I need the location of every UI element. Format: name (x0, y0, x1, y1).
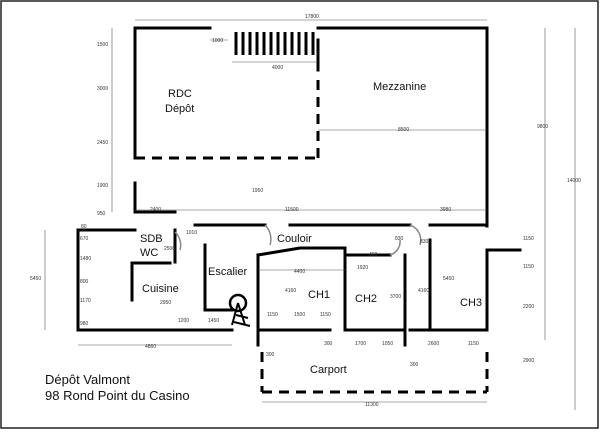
dim-ch2-3700: 3700 (390, 294, 401, 300)
dim-ch1-1150a: 1150 (267, 312, 278, 318)
dim-left-80: 80 (81, 224, 87, 230)
dim-wall-3980: 3980 (440, 207, 451, 213)
label-rdc: RDC (168, 88, 192, 100)
dim-ch2-300: 300 (410, 362, 419, 368)
dim-left-5450: 5450 (30, 276, 41, 282)
dim-ch1-1500: 1500 (294, 312, 305, 318)
dim-sdb-1010: 1010 (186, 230, 197, 236)
stair-steps (234, 32, 315, 55)
dim-ch1-1150b: 1150 (320, 312, 331, 318)
dim-stair-run: 4000 (272, 65, 283, 71)
ch3-door (409, 224, 422, 246)
dim-ch2-1700: 1700 (355, 341, 366, 347)
dim-wall-11500: 11500 (285, 207, 299, 213)
dim-ch1-4160: 4160 (285, 288, 296, 294)
dim-cuis-1200: 1200 (178, 318, 189, 324)
couloir-wall (256, 246, 347, 257)
dim-left-1170: 1170 (80, 298, 91, 304)
dim-ch3-5450: 5450 (443, 276, 454, 282)
dim-sdb-2500: 2500 (164, 246, 175, 252)
dim-r-2200: 2200 (523, 304, 534, 310)
spiral-stair (228, 293, 251, 327)
label-mezzanine: Mezzanine (373, 81, 426, 93)
dim-r-1150a: 1150 (523, 236, 534, 242)
dim-right-14000: 14000 (567, 178, 581, 184)
dim-ch1-300: 300 (324, 341, 333, 347)
dim-left-950: 950 (97, 211, 106, 217)
dim-r-1150b: 1150 (523, 264, 534, 270)
dim-ch2-1920: 1920 (357, 265, 368, 271)
dim-stair-width: 1000 (212, 38, 223, 44)
dim-ch3-4160: 4160 (418, 288, 429, 294)
dim-left-980: 980 (80, 321, 89, 327)
dim-ch2-830b: 830 (420, 239, 429, 245)
label-ch1: CH1 (308, 289, 330, 301)
mid-left-wall (133, 181, 177, 214)
hall-left-wall (133, 26, 212, 160)
dim-right-9800: 9800 (537, 124, 548, 130)
label-couloir: Couloir (277, 233, 312, 245)
dim-esc-300: 300 (266, 352, 275, 358)
caption-address: 98 Rond Point du Casino (45, 388, 190, 403)
dim-ch2-830a: 830 (395, 236, 404, 242)
ch2-door (389, 239, 401, 256)
dim-ch2-460: 460 (369, 252, 378, 258)
sdb-door (174, 231, 182, 251)
dim-left-1500: 1500 (97, 42, 108, 48)
dim-mezz-width: 8500 (398, 127, 409, 133)
dim-cuis-2950: 2950 (160, 300, 171, 306)
dim-ch2-1050: 1050 (382, 341, 393, 347)
dim-left-800: 800 (80, 279, 89, 285)
dim-left-1900: 1900 (97, 183, 108, 189)
label-carport: Carport (310, 364, 347, 376)
label-ch2: CH2 (355, 293, 377, 305)
dim-ch3-2600: 2600 (428, 341, 439, 347)
hall-top-right-wall (316, 26, 489, 228)
dim-mid-1950: 1950 (252, 188, 263, 194)
label-wc: WC (140, 247, 158, 259)
label-cuisine: Cuisine (142, 283, 179, 295)
dim-left-2450: 2450 (97, 140, 108, 146)
dim-ch3-1150: 1150 (468, 341, 479, 347)
dim-r-2900: 2900 (523, 358, 534, 364)
label-sdb: SDB (140, 233, 163, 245)
dim-couloir-4400: 4400 (294, 269, 305, 275)
caption-title: Dépôt Valmont (45, 372, 130, 387)
label-depot: Dépôt (165, 103, 194, 115)
dim-left-1480: 1480 (80, 256, 91, 262)
dim-cuis-1450: 1450 (208, 318, 219, 324)
dim-wall-2400: 2400 (150, 207, 161, 213)
label-escalier: Escalier (208, 266, 247, 278)
couloir-door (264, 224, 272, 246)
label-ch3: CH3 (460, 297, 482, 309)
dim-carport-11300: 11300 (365, 402, 379, 408)
dim-left-670: 670 (80, 236, 89, 242)
dim-top-total: 17800 (305, 14, 319, 20)
dim-bot-4860: 4860 (145, 344, 156, 350)
dim-left-3000: 3000 (97, 86, 108, 92)
